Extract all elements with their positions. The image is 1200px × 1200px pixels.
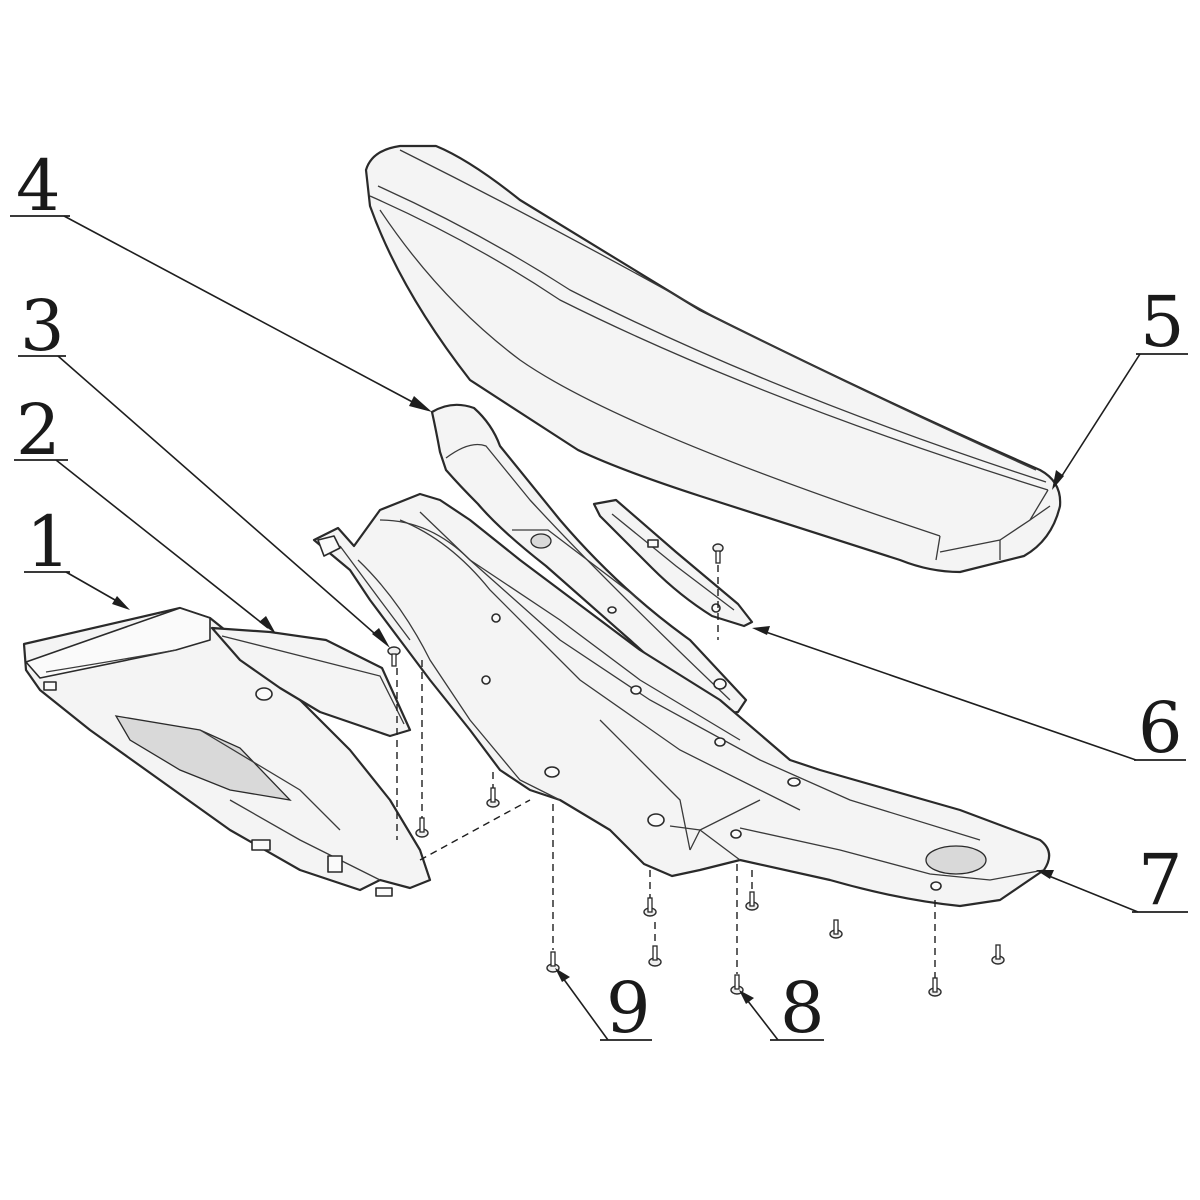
bolt-under-1: [643, 897, 657, 917]
callout-9: 9: [606, 967, 651, 1049]
part-6-bracket: [592, 498, 754, 628]
bolt-under-2: [648, 945, 662, 967]
bolt-9: [546, 951, 560, 973]
bolt-left-vertical: [415, 817, 429, 838]
part-1-side-cover: [22, 606, 432, 897]
leader-lines: [10, 215, 1188, 1041]
callout-8: 8: [780, 967, 825, 1049]
bolt-under-4: [829, 919, 843, 939]
callout-6: 6: [1138, 687, 1183, 769]
part-2-side-panel: [210, 626, 412, 738]
part-7-rear-frame: [312, 492, 1051, 908]
part-4-frame-cover: [430, 403, 748, 714]
callout-labels: 4 3 2 1 5 6 7 8 9: [16, 145, 1185, 1049]
callout-4: 4: [16, 145, 61, 227]
bolt-6: [712, 543, 724, 564]
fasteners: [387, 543, 1005, 997]
callout-5: 5: [1140, 281, 1185, 363]
callout-2: 2: [16, 389, 61, 471]
callout-7: 7: [1138, 839, 1183, 921]
bolt-8: [730, 974, 744, 995]
bolt-3: [387, 646, 401, 667]
bolt-under-6: [991, 944, 1005, 965]
bolt-under-3: [745, 891, 759, 911]
bolt-under-5: [928, 977, 942, 997]
part-5-seat: [364, 144, 1062, 574]
bolt-mid-left: [486, 787, 500, 808]
callout-3: 3: [20, 285, 65, 367]
callout-1: 1: [26, 501, 71, 583]
